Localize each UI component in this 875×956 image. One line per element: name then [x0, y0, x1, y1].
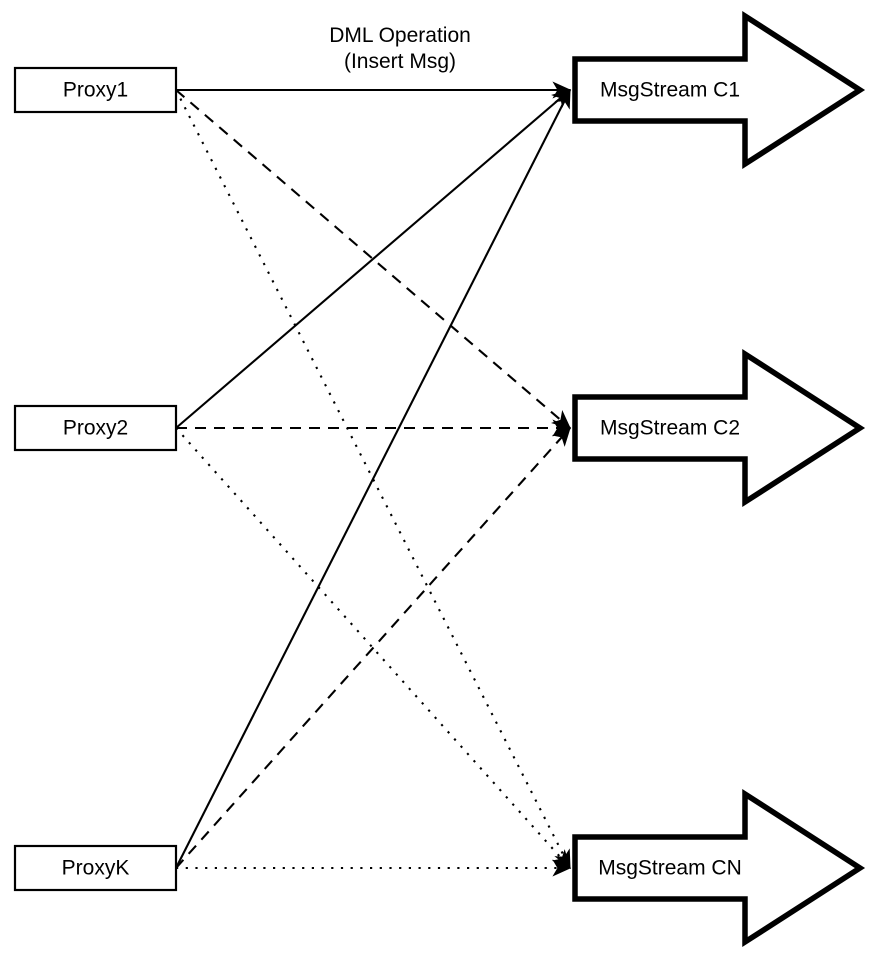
connections-layer — [175, 81, 572, 877]
proxy-label: Proxy2 — [63, 417, 128, 440]
proxy-node-proxy1[interactable]: Proxy1 — [13, 66, 178, 114]
proxy-box-shape — [13, 404, 178, 452]
msgstream-node-3[interactable]: MsgStream CN — [572, 788, 866, 948]
connection-p1-c2 — [175, 89, 571, 429]
proxy-node-proxyK[interactable]: ProxyK — [13, 844, 178, 892]
connection-p2-c1 — [175, 89, 571, 429]
proxy-label: ProxyK — [62, 857, 130, 880]
proxy-node-proxy2[interactable]: Proxy2 — [13, 404, 178, 452]
msgstream-node-1[interactable]: MsgStream C1 — [572, 10, 866, 170]
block-arrow-shape — [572, 10, 866, 170]
block-arrow-shape — [572, 348, 866, 508]
msgstream-label: MsgStream C2 — [600, 417, 740, 440]
connection-pk-c2 — [175, 427, 571, 869]
msgstream-label: MsgStream C1 — [600, 79, 740, 102]
connection-p2-cn — [175, 427, 571, 869]
proxy-box-shape — [13, 66, 178, 114]
edge-label-dml-operation: DML Operation — [329, 24, 471, 47]
msgstream-label: MsgStream CN — [598, 857, 742, 880]
proxy-box-shape — [13, 844, 178, 892]
connection-pk-c1 — [175, 88, 571, 869]
edge-label-insert-msg: (Insert Msg) — [344, 50, 456, 73]
streams-layer: MsgStream C1 MsgStream C2 MsgStream CN — [572, 10, 866, 948]
msgstream-node-2[interactable]: MsgStream C2 — [572, 348, 866, 508]
proxy-label: Proxy1 — [63, 79, 128, 102]
block-arrow-shape — [572, 788, 866, 948]
